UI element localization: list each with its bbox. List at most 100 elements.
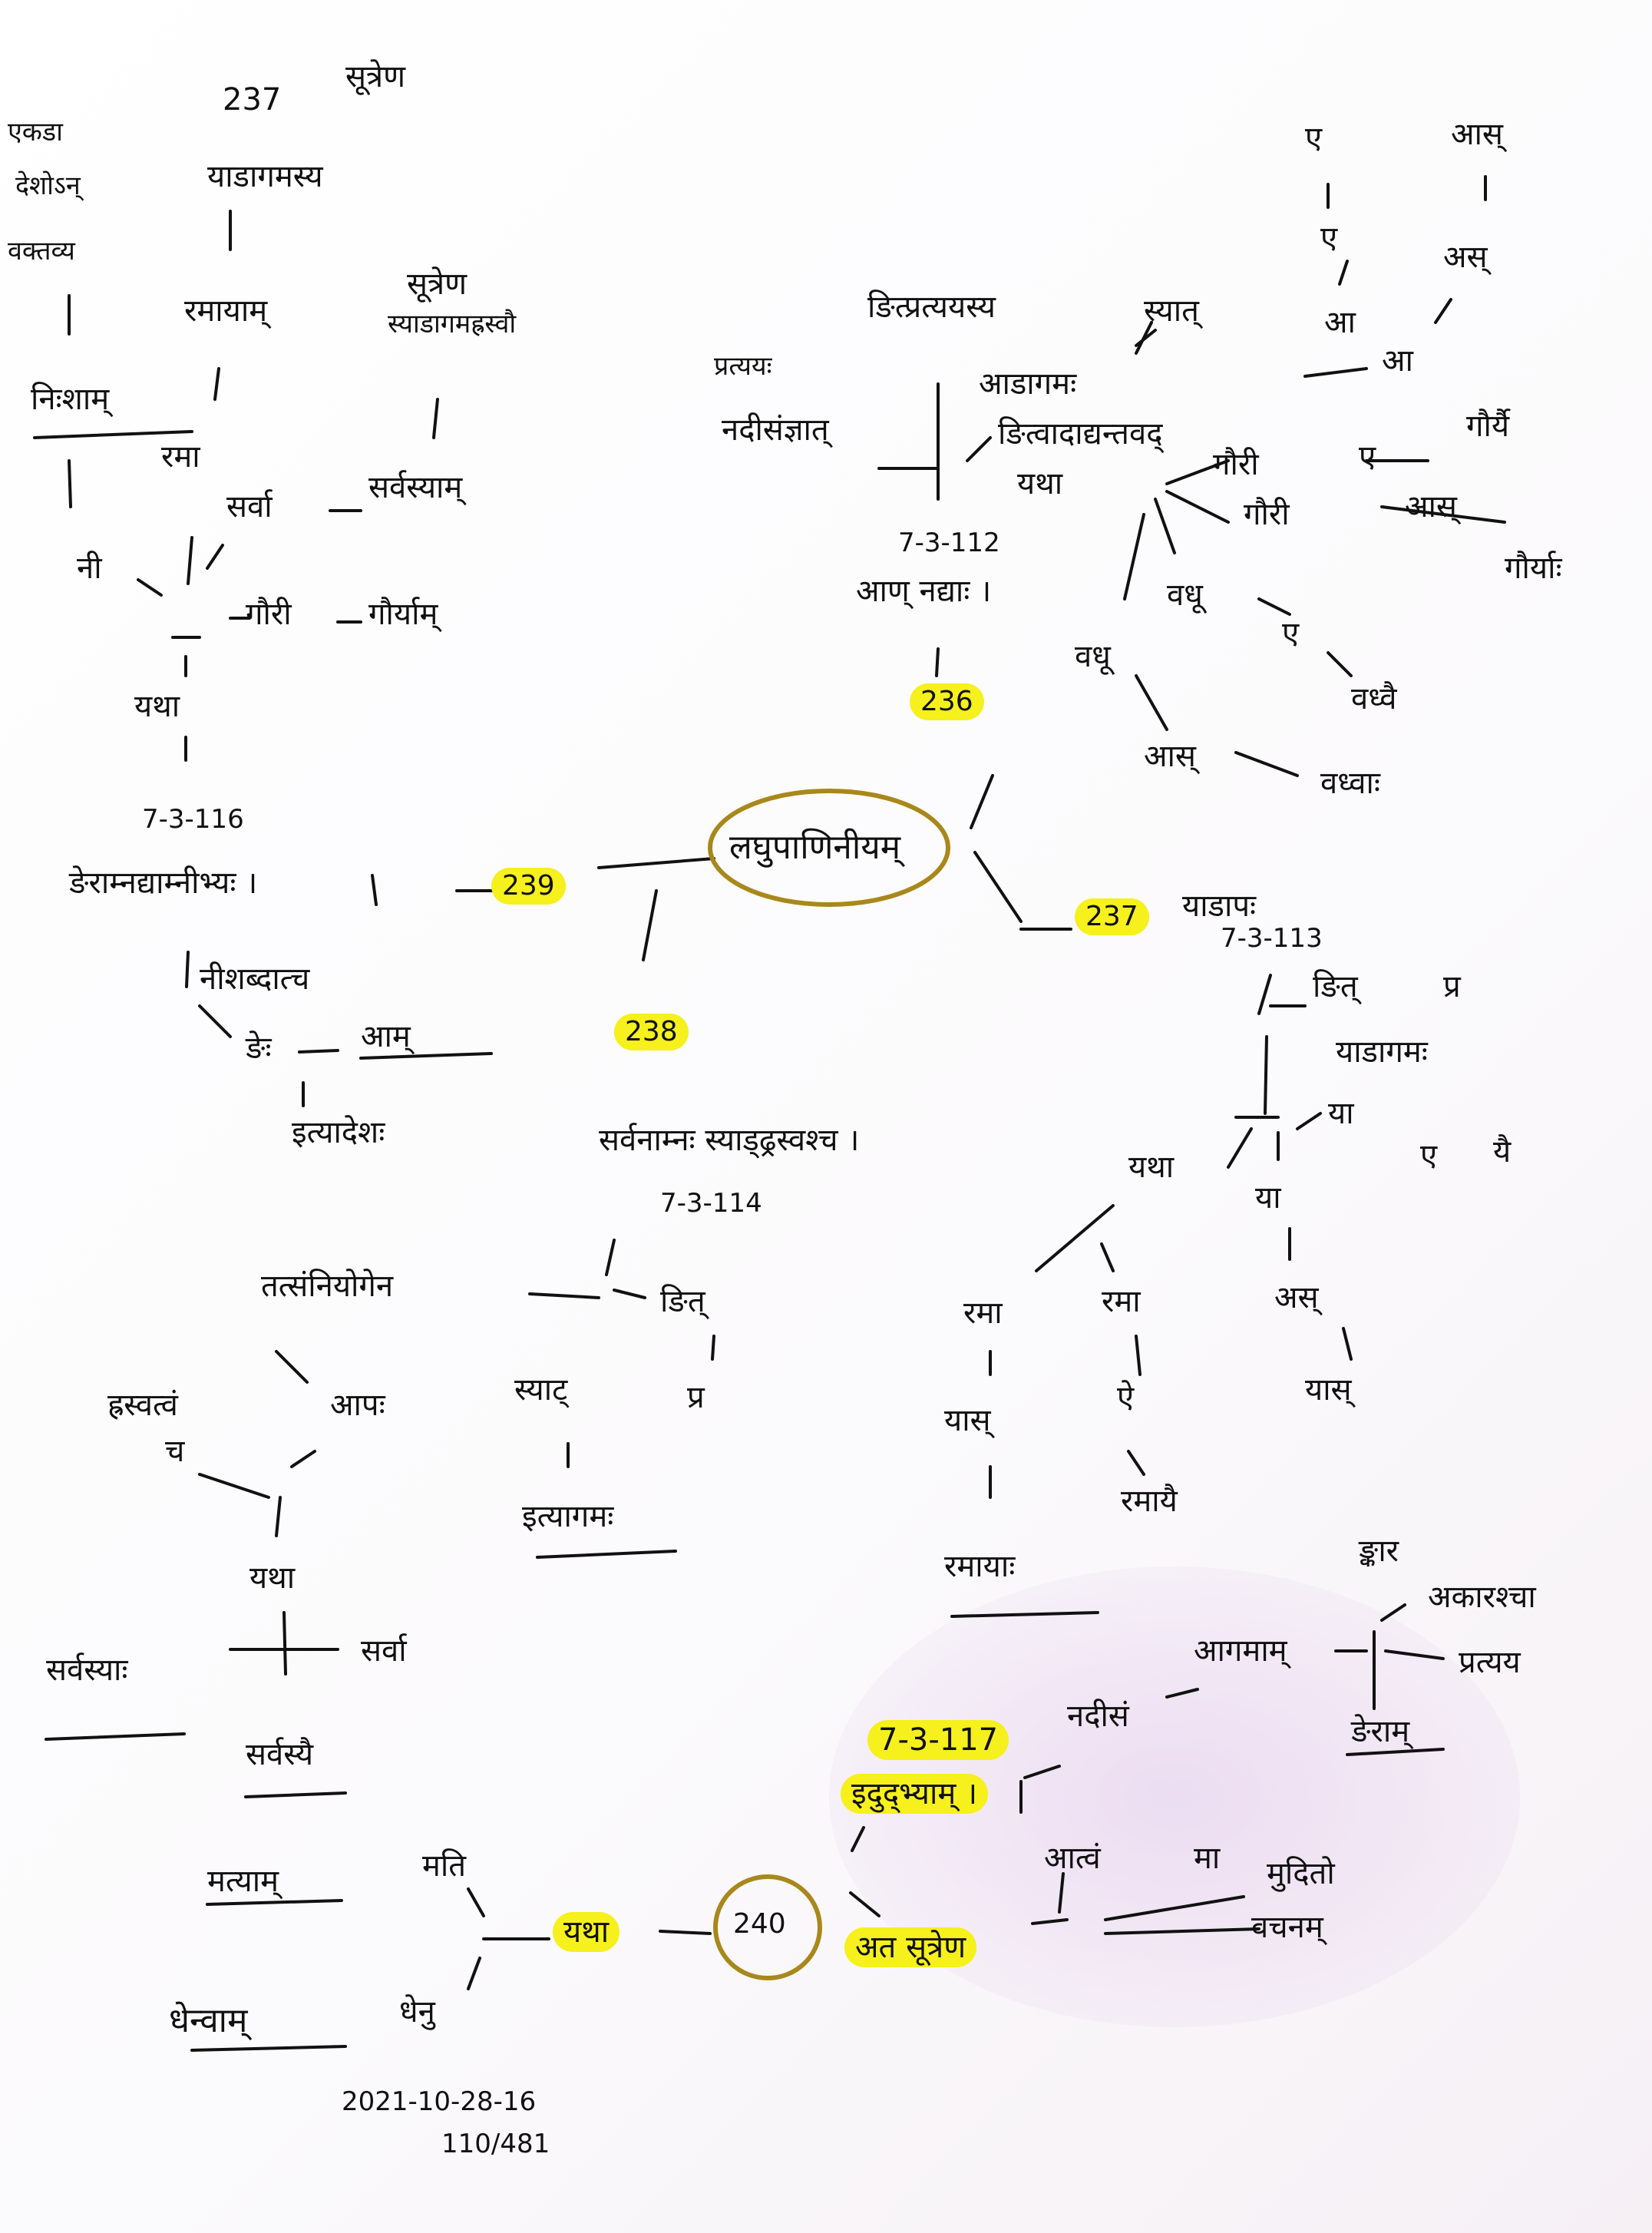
n-e2-237: ऐ (1117, 1380, 1135, 1415)
link-240-k (1380, 1603, 1406, 1622)
link-236-g (1135, 674, 1168, 731)
n-vadhu-1: वधू (1167, 577, 1203, 613)
sutra-240-head: इदुद्भ्याम् । (841, 1774, 989, 1814)
section-238-badge: 238 (614, 1014, 689, 1050)
n-vadhu-e: ए (1282, 616, 1300, 651)
link-238-b (528, 1292, 600, 1299)
n-nimam: निःशाम् (31, 382, 110, 417)
n-yai: यै (1493, 1134, 1512, 1169)
n-sutrena-mid: सूत्रेण (407, 266, 468, 302)
link-236-k (1257, 597, 1291, 616)
n-mati: मति (422, 1848, 467, 1884)
link-center-236 (970, 774, 994, 829)
n-ramayah: रमायाः (944, 1549, 1016, 1584)
n-top-a1: आ (1324, 305, 1356, 340)
link-239-s (432, 398, 439, 439)
link-236-m (1303, 367, 1368, 378)
n-syadagama: स्याडागमह्रस्वौ (388, 309, 517, 339)
link-240-d (467, 1887, 485, 1917)
link-237-h (1035, 1204, 1115, 1272)
n-rama-239: रमा (161, 439, 200, 475)
link-239-o (68, 459, 72, 508)
link-237-k (1135, 1335, 1142, 1376)
underline-nram (1346, 1748, 1445, 1756)
n-gauryah: गौर्याः (1505, 551, 1562, 586)
n-gauri-239: गौरी (246, 597, 292, 632)
link-238-f (275, 1350, 309, 1384)
n-syat-238: स्याट् (514, 1372, 568, 1408)
link-236-l (1327, 651, 1353, 677)
link-236-up (935, 647, 940, 677)
link-240-a (659, 1930, 712, 1935)
n-yatha-239: यथा (134, 689, 180, 724)
n-nkar: ङ्कार (1359, 1533, 1399, 1569)
sutra-238-head: सर्वनाम्नः स्याड्ढ्रस्वश्च । (599, 1123, 860, 1158)
n-nram: ङेराम् (1351, 1714, 1410, 1749)
n-ca: च (165, 1434, 185, 1469)
link-239-r (213, 367, 220, 401)
n-vaktavya: वक्तव्य (8, 236, 75, 266)
link-240-g (1023, 1765, 1061, 1779)
n-mudito: मुदितो (1267, 1856, 1335, 1891)
link-238-g (198, 1473, 270, 1499)
link-238-c (613, 1289, 646, 1299)
n-vadhu-2: वधू (1075, 639, 1111, 674)
n-ramayai: रमायै (1121, 1484, 1178, 1519)
n-as-236: आस् (1405, 489, 1457, 524)
center-circle (708, 789, 950, 907)
n-nitva: नीशब्दात्च (200, 961, 310, 997)
section-236-badge: 236 (910, 683, 984, 720)
link-240-b (851, 1826, 865, 1852)
link-239-i (137, 578, 163, 597)
n-vadhu-as: आस् (1144, 739, 1196, 774)
link-236-e (1123, 513, 1145, 600)
sutra-239: 7-3-116 (142, 804, 244, 835)
n-adagama: आडागमः (979, 366, 1077, 402)
section-240-badge: 240 (733, 1908, 786, 1940)
n-vacanam: वचनम् (1251, 1910, 1323, 1945)
n-nit-238: ङित् (660, 1284, 705, 1319)
n-nitpratyaya: ङित्प्रत्ययस्य (867, 289, 996, 325)
n-yas-237: यास् (1305, 1372, 1352, 1408)
n-ramas: यास् (944, 1403, 991, 1438)
link-237-m (1342, 1327, 1353, 1361)
n-itagama: इत्यागमः (522, 1499, 614, 1534)
sutra-240: 7-3-117 (867, 1720, 1009, 1760)
n-agama-240: आगमाम् (1194, 1633, 1287, 1669)
footer-page: 110/481 (441, 2129, 550, 2159)
center-title: लघुपाणिनीयम् (729, 828, 901, 867)
link-238-h (275, 1496, 282, 1537)
n-sarva-239: सर्वा (226, 489, 273, 524)
link-239-k (206, 544, 224, 570)
n-yadagamasya: याडागमस्य (207, 159, 323, 194)
link-239-b (185, 951, 190, 988)
n-syat-236: स्यात् (1144, 293, 1199, 329)
underline-dhenvam (190, 2045, 347, 2052)
n-nit-237: ङित् (1313, 969, 1358, 1004)
link-236-c (1165, 459, 1230, 485)
link-center-239 (597, 857, 715, 869)
n-pra-238: प्र (687, 1380, 705, 1415)
n-pratyaya: प्रत्ययः (714, 351, 772, 382)
n-top-as2: अस् (1443, 240, 1488, 275)
link-237-c (1264, 1035, 1268, 1115)
n-sarvasyah: सर्वस्याः (46, 1652, 128, 1688)
link-237-a (1257, 974, 1272, 1015)
n-as-237: अस् (1274, 1280, 1319, 1315)
n-yatha-237: यथा (1128, 1150, 1175, 1185)
n-matyam: मत्याम् (207, 1864, 279, 1899)
underline-nimam (33, 430, 193, 439)
link-240-h (1165, 1688, 1199, 1699)
link-238-i (290, 1450, 316, 1468)
n-dhenu: धेनु (399, 1994, 435, 2030)
link-240-n (1104, 1895, 1245, 1921)
n-sarvasyam: सर्वस्याम् (368, 470, 463, 505)
n-rama-2: रमा (1102, 1284, 1141, 1319)
underline-sarvasyai (244, 1791, 347, 1798)
n-pra-237: प्र (1443, 969, 1461, 1004)
n-gauryam: गौर्याम् (368, 597, 438, 632)
n-apa: आपः (330, 1388, 385, 1423)
n-yatha-236: यथा (1017, 466, 1063, 501)
link-236-j (1380, 505, 1506, 524)
